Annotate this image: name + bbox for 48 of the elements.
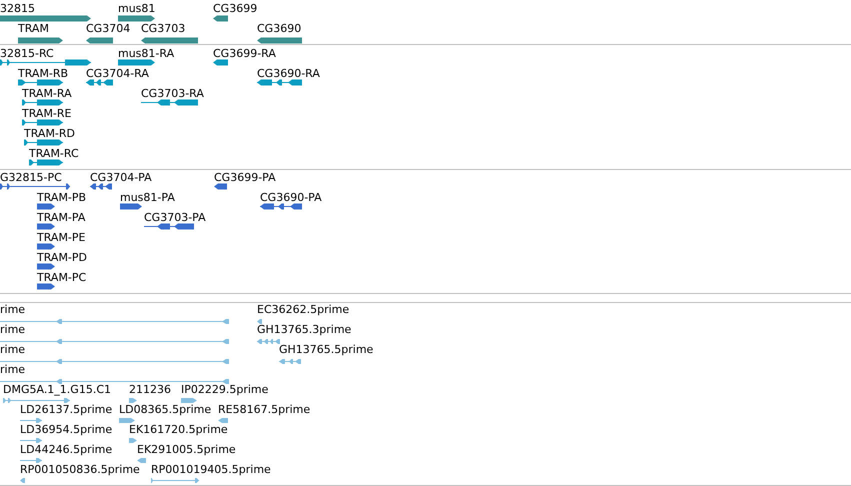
- feature-label: TRAM-PE: [37, 231, 86, 244]
- feature-label: 32815: [0, 2, 35, 15]
- feature-label: EK161720.5prime: [129, 423, 228, 436]
- feature-label: rime: [0, 303, 26, 316]
- feature-label: mus81-PA: [120, 191, 175, 204]
- feature-label: GH13765.3prime: [257, 323, 352, 336]
- feature-label: TRAM-PC: [37, 271, 86, 284]
- feature-label: LD36954.5prime: [20, 423, 112, 436]
- feature-label: IP02229.5prime: [181, 383, 268, 396]
- feature-label: LD26137.5prime: [20, 403, 112, 416]
- feature-label: rime: [0, 363, 26, 376]
- feature-label: TRAM-RE: [22, 107, 72, 120]
- feature-label: CG3704-PA: [90, 171, 152, 184]
- feature-label: TRAM-RA: [22, 87, 72, 100]
- feature-label: CG3699: [213, 2, 258, 15]
- feature-label: CG3704: [86, 22, 130, 35]
- feature-label: TRAM-RD: [24, 127, 76, 140]
- feature-label: GH13765.5prime: [279, 343, 374, 356]
- feature-label: CG3690-PA: [260, 191, 322, 204]
- feature-label: CG3703: [141, 22, 186, 35]
- feature-label: TRAM-RB: [18, 67, 68, 80]
- feature-label: LD08365.5prime: [119, 403, 212, 416]
- feature-label: CG3699-RA: [213, 47, 276, 60]
- feature-label: rime: [0, 323, 26, 336]
- feature-label: CG3703-PA: [144, 211, 206, 224]
- feature-label: 32815-RC: [0, 47, 54, 60]
- feature-label: TRAM: [18, 22, 49, 35]
- feature-label: RP001050836.5prime: [20, 463, 140, 476]
- feature-label: G32815-PC: [0, 171, 62, 184]
- feature-label: TRAM-RC: [29, 147, 79, 160]
- feature-label: LD44246.5prime: [20, 443, 112, 456]
- feature-label: CG3690: [257, 22, 302, 35]
- feature-label: RE58167.5prime: [218, 403, 310, 416]
- feature-label: CG3704-RA: [86, 67, 149, 80]
- feature-label: DMG5A.1_1.G15.C1: [3, 383, 112, 396]
- feature-label: TRAM-PD: [37, 251, 88, 264]
- feature-label: EK291005.5prime: [137, 443, 236, 456]
- feature-label: rime: [0, 343, 26, 356]
- feature-label: CG3703-RA: [141, 87, 204, 100]
- feature-label: RP001019405.5prime: [151, 463, 271, 476]
- feature-label: mus81-RA: [118, 47, 174, 60]
- feature-label: 211236: [129, 383, 171, 396]
- feature-label: EC36262.5prime: [257, 303, 350, 316]
- feature-label: TRAM-PA: [37, 211, 86, 224]
- feature-label: mus81: [118, 2, 156, 15]
- feature-label: TRAM-PB: [37, 191, 86, 204]
- feature-label: CG3699-PA: [214, 171, 276, 184]
- feature-label: CG3690-RA: [257, 67, 320, 80]
